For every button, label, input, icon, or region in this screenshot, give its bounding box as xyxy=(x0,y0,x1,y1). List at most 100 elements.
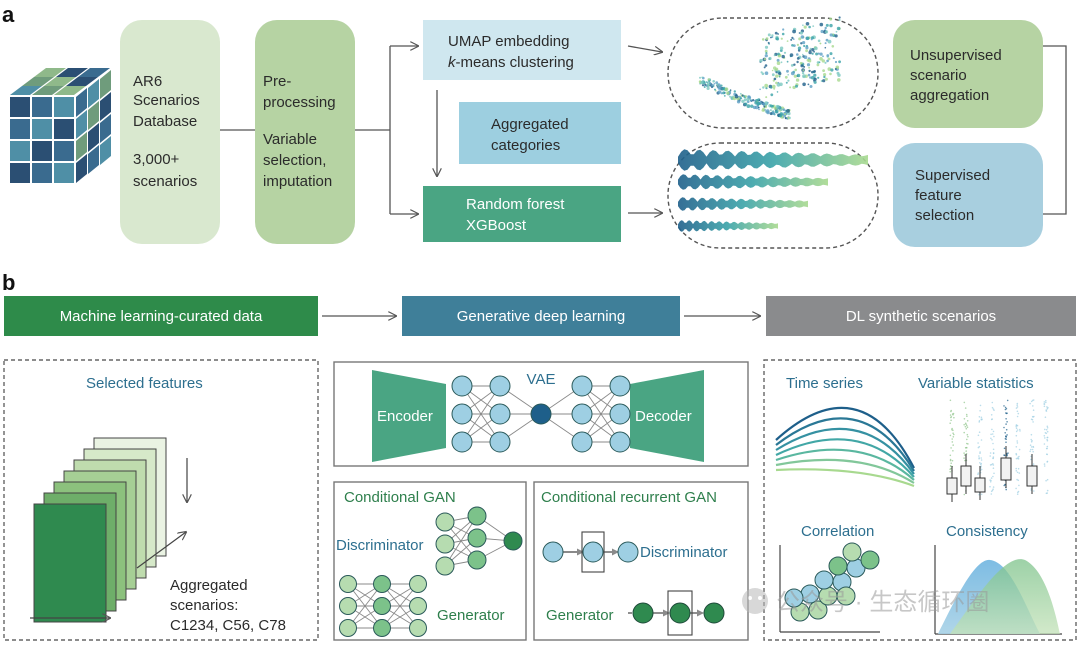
box-point xyxy=(977,472,980,474)
preprocessing-line-1: Pre- xyxy=(263,73,291,90)
scatter-point xyxy=(734,94,739,99)
box-point xyxy=(1005,428,1008,431)
scatter-point xyxy=(819,57,823,61)
scatter-point xyxy=(811,48,815,52)
box-point xyxy=(991,428,993,431)
box-point xyxy=(992,430,995,433)
scatter-point xyxy=(819,42,822,45)
box-point xyxy=(949,459,952,462)
database-line-3: Database xyxy=(133,113,197,130)
net-node xyxy=(609,431,631,453)
box-point xyxy=(952,450,954,452)
time-series-curve xyxy=(775,448,915,481)
net-node xyxy=(339,597,357,615)
box-point xyxy=(1016,415,1019,418)
consistency-dist-green xyxy=(950,559,1060,634)
box-point xyxy=(1017,412,1020,415)
scatter-point xyxy=(760,71,763,74)
cgan-discriminator-label: Discriminator xyxy=(336,537,424,554)
box-body xyxy=(1000,457,1012,481)
time-series-curve xyxy=(775,468,915,488)
scatter-point xyxy=(771,111,775,114)
scatter-point xyxy=(802,53,804,56)
scatter-point xyxy=(717,86,722,90)
box-point xyxy=(1033,415,1035,418)
scatter-point xyxy=(803,44,806,48)
net-edge xyxy=(444,515,478,567)
scatter-point xyxy=(834,34,838,38)
scatter-point xyxy=(744,95,748,98)
cube-top-cell xyxy=(22,77,54,86)
box-point xyxy=(1031,448,1034,451)
scatter-point xyxy=(774,67,779,72)
box-point xyxy=(980,462,982,465)
cube-side-cell xyxy=(100,114,111,143)
scatter-point xyxy=(762,107,765,111)
cube-side-cell xyxy=(88,145,99,174)
scatter-point xyxy=(771,34,774,37)
net-node xyxy=(467,506,487,526)
rnn-node xyxy=(542,541,564,563)
box-point xyxy=(1046,453,1048,456)
scatter-point xyxy=(776,61,781,65)
scatter-point xyxy=(834,68,837,70)
box-point xyxy=(1003,484,1005,487)
box-point xyxy=(1030,448,1032,451)
box-point xyxy=(966,420,969,422)
ar6-database-box: AR6 Scenarios Database 3,000+ scenarios xyxy=(120,20,220,244)
scatter-point xyxy=(813,50,815,53)
scatter-point xyxy=(837,78,841,82)
box-point xyxy=(980,457,982,459)
scatter-point xyxy=(796,57,800,60)
scatter-point xyxy=(779,82,783,87)
scatter-point xyxy=(789,53,794,57)
box-point xyxy=(1046,430,1049,433)
box-point xyxy=(963,452,965,454)
box-point xyxy=(967,435,969,438)
scatter-point xyxy=(803,25,807,29)
scatter-point xyxy=(722,86,726,89)
box-point xyxy=(964,407,967,409)
box-point xyxy=(979,410,981,412)
scatter-point xyxy=(807,83,810,86)
box-point xyxy=(952,436,955,438)
scatter-point xyxy=(796,60,799,64)
vae-panel: Encoder Decoder VAE xyxy=(333,361,749,467)
variable-statistics-title: Variable statistics xyxy=(918,375,1034,392)
box-point xyxy=(1032,405,1034,407)
scatter-point xyxy=(835,65,840,70)
box-point xyxy=(1015,430,1018,433)
scatter-point xyxy=(752,105,757,110)
scatter-point xyxy=(780,61,783,64)
scatter-point xyxy=(778,72,782,76)
box-point xyxy=(1017,456,1019,459)
scatter-point xyxy=(827,57,831,61)
scatter-point xyxy=(775,74,779,78)
scatter-point xyxy=(802,41,806,45)
scatter-point xyxy=(740,97,743,100)
cube-side-cell xyxy=(100,70,111,99)
scatter-point xyxy=(808,69,811,73)
box-point xyxy=(963,431,965,434)
forest-line-1: Random forest xyxy=(466,196,565,213)
scatter-point xyxy=(779,49,783,52)
scatter-point xyxy=(792,29,796,34)
net-node xyxy=(373,575,391,593)
box-point xyxy=(1017,491,1019,494)
box-point xyxy=(965,427,968,430)
scatter-point xyxy=(714,88,716,91)
scatter-point xyxy=(785,117,787,119)
box-point xyxy=(966,415,968,418)
scatter-point xyxy=(818,61,821,64)
cube-top-cell xyxy=(54,86,86,95)
box-point xyxy=(1005,423,1007,425)
correlation-title: Correlation xyxy=(801,523,874,540)
box-point xyxy=(1029,444,1032,447)
box-point xyxy=(966,438,968,441)
cube-top-cell xyxy=(78,68,110,77)
rnn-loop xyxy=(581,531,605,573)
scatter-point xyxy=(767,33,771,37)
box-point xyxy=(1015,407,1018,409)
scatter-point xyxy=(765,37,769,41)
box-point xyxy=(1045,399,1047,402)
